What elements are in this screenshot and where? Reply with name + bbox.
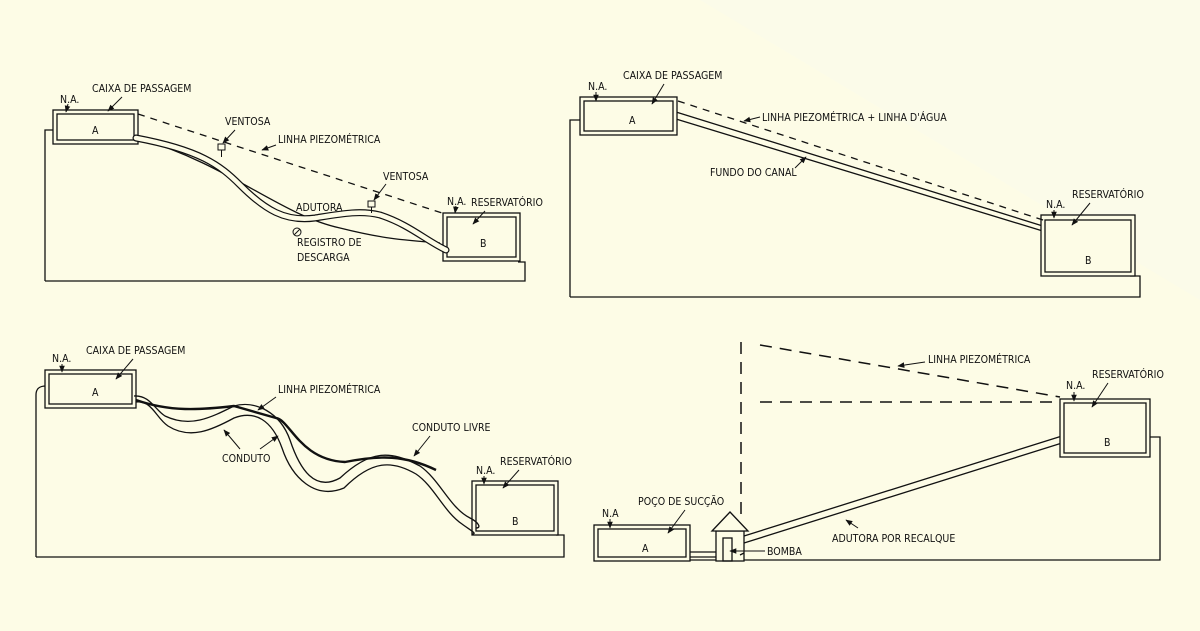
canal-linha-label: LINHA PIEZOMÉTRICA + LINHA D'ÁGUA [762, 111, 947, 124]
recalque-box-a-outer [593, 524, 691, 562]
recalque-pump-roof [710, 511, 750, 532]
panel-recalque: A B LINHA PIEZOMÉTRICA N.A. RESERVATÓRIO… [593, 342, 1164, 562]
recalque-linha-label: LINHA PIEZOMÉTRICA [928, 353, 1031, 366]
panel-conduto: A B N.A. CAIXA DE PASSAGEM LINHA PIEZOMÉ… [35, 345, 572, 558]
conduto-pipe-inner [135, 401, 475, 535]
conduto-na-left: N.A. [52, 353, 71, 365]
recalque-na-right: N.A. [1066, 380, 1085, 392]
gravity-registro-label-1: REGISTRO DE [297, 237, 362, 249]
gravity-na-left: N.A. [60, 94, 79, 106]
conduto-box-a-inner [48, 373, 133, 405]
conduto-box-b-outer [471, 480, 559, 536]
conduto-pipe-outer [133, 395, 480, 529]
gravity-box-b-outer [442, 212, 521, 262]
panel-gravity: A B N.A. CAIXA DE PASSAGEM VENTOSA LINHA… [44, 83, 543, 282]
conduto-piezometric-line [135, 398, 437, 472]
conduto-box-b-inner [475, 484, 555, 532]
conduto-caixa-label: CAIXA DE PASSAGEM [86, 345, 185, 357]
recalque-adutora-label: ADUTORA POR RECALQUE [832, 533, 955, 545]
conduto-na-right: N.A. [476, 465, 495, 477]
canal-fundo-label: FUNDO DO CANAL [710, 167, 797, 179]
gravity-box-a-label: A [92, 125, 99, 137]
recalque-pump-house [715, 530, 745, 562]
gravity-ventosa-1-label: VENTOSA [225, 116, 271, 128]
panel-canal: A B N.A. CAIXA DE PASSAGEM LINHA PIEZOMÉ… [569, 70, 1144, 298]
gravity-na-right: N.A. [447, 196, 466, 208]
recalque-box-b-inner [1063, 402, 1147, 454]
canal-na-left: N.A. [588, 81, 607, 93]
gravity-terrain [137, 137, 441, 244]
gravity-piezometric-line [137, 113, 443, 214]
conduto-box-a-outer [44, 369, 137, 409]
canal-box-a-inner [583, 100, 674, 132]
recalque-box-a-inner [597, 528, 687, 558]
recalque-box-a-label: A [642, 543, 649, 555]
conduto-box-b-label: B [512, 516, 518, 528]
conduto-livre-label: CONDUTO LIVRE [412, 422, 491, 434]
canal-box-b-inner [1044, 219, 1132, 273]
gravity-reservatorio-label: RESERVATÓRIO [471, 196, 543, 209]
recalque-piezometric-line [759, 344, 1061, 398]
conduto-box-a-label: A [92, 387, 99, 399]
canal-box-b-outer [1040, 214, 1136, 277]
recalque-suction-pipe [690, 551, 720, 558]
gravity-box-b-inner [446, 216, 517, 258]
recalque-ground [594, 436, 1161, 561]
canal-na-right: N.A. [1046, 199, 1065, 211]
canal-box-b-label: B [1085, 255, 1091, 267]
gravity-box-a-outer [52, 109, 139, 145]
recalque-box-b-outer [1059, 398, 1151, 458]
canal-reservatorio-label: RESERVATÓRIO [1072, 188, 1144, 201]
gravity-registro-label-2: DESCARGA [297, 252, 350, 264]
recalque-poco-label: POÇO DE SUCÇÃO [638, 495, 724, 508]
gravity-adutora-pipe [132, 134, 450, 254]
gravity-linha-label: LINHA PIEZOMÉTRICA [278, 133, 381, 146]
gravity-ventosa-2 [367, 200, 376, 208]
conduto-linha-label: LINHA PIEZOMÉTRICA [278, 383, 381, 396]
conduto-ground [35, 385, 565, 558]
canal-box-a-outer [579, 96, 678, 136]
recalque-na-left: N.A [602, 508, 619, 520]
recalque-box-b-label: B [1104, 437, 1110, 449]
recalque-reservatorio-label: RESERVATÓRIO [1092, 368, 1164, 381]
canal-fundo-top [675, 111, 1047, 228]
gravity-caixa-label: CAIXA DE PASSAGEM [92, 83, 191, 95]
gravity-ground [44, 129, 526, 282]
recalque-bomba-label: BOMBA [767, 546, 802, 558]
gravity-adutora-label: ADUTORA [296, 202, 343, 214]
gravity-box-b-label: B [480, 238, 486, 250]
conduto-conduto-label: CONDUTO [222, 453, 271, 465]
conduto-reservatorio-label: RESERVATÓRIO [500, 455, 572, 468]
gravity-ventosa-2-label: VENTOSA [383, 171, 429, 183]
canal-box-a-label: A [629, 115, 636, 127]
canal-caixa-label: CAIXA DE PASSAGEM [623, 70, 722, 82]
canal-fundo-bottom [675, 118, 1047, 233]
recalque-adutora-pipe [739, 435, 1063, 556]
gravity-box-a-inner [56, 113, 135, 141]
gravity-ventosa-1 [217, 143, 226, 151]
